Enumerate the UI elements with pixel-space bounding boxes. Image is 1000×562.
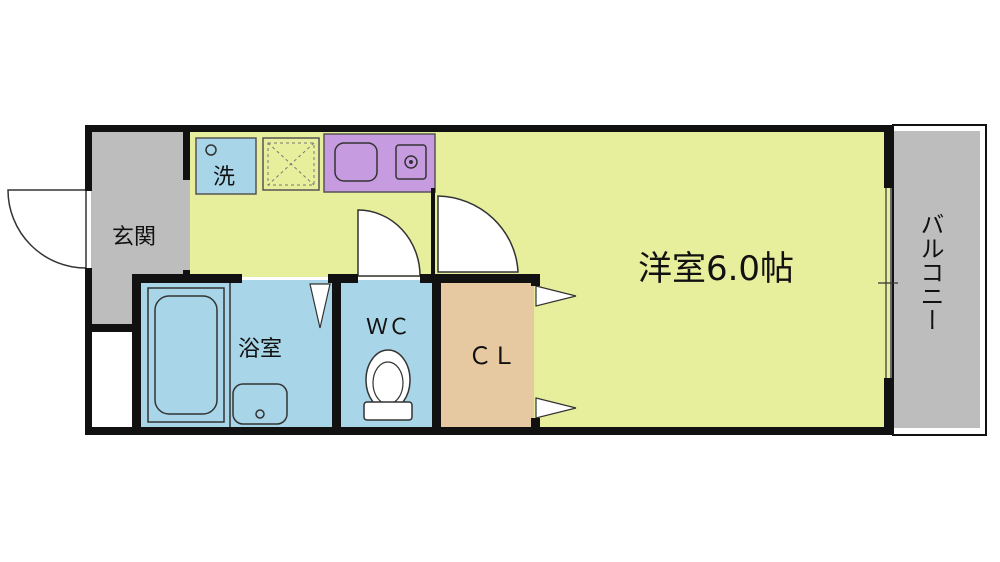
bathtub-inner-icon — [154, 295, 218, 415]
storage-floor — [91, 324, 136, 428]
bath-label: 浴室 — [238, 337, 282, 362]
washbasin-drain-icon — [255, 409, 265, 419]
washer-drain-icon — [205, 144, 217, 156]
stove-burner-center-icon — [409, 160, 413, 164]
closet-door-lower — [535, 397, 577, 419]
stove-burner-icon — [404, 155, 418, 169]
bath-floor — [140, 280, 332, 428]
fridge-cross-b — [267, 142, 315, 186]
balcony-floor — [890, 131, 980, 428]
stove-icon — [395, 144, 427, 180]
balcony-label: バルコニー — [916, 212, 944, 332]
kitchen-counter — [323, 133, 436, 193]
closet-door-upper — [535, 285, 577, 307]
entrance-door-swing — [7, 189, 87, 269]
toilet-tank-icon — [363, 401, 413, 421]
entrance-label: 玄関 — [112, 225, 156, 250]
bath-door-icon — [309, 283, 331, 329]
washer-label: 洗 — [213, 165, 235, 190]
balcony-frame — [892, 124, 987, 436]
closet-label: ＣＬ — [468, 342, 516, 370]
room-door-swing — [437, 195, 519, 273]
walls — [85, 125, 893, 435]
closet-floor — [440, 283, 534, 428]
washbasin-icon — [232, 383, 288, 425]
kitchen-sink-icon — [334, 142, 378, 182]
wc-label: ＷＣ — [366, 315, 410, 340]
western-room-label: 洋室6.0帖 — [638, 249, 794, 289]
bathtub-icon — [147, 287, 225, 423]
fridge-space-inner — [267, 142, 315, 186]
wc-door-swing — [357, 209, 421, 277]
